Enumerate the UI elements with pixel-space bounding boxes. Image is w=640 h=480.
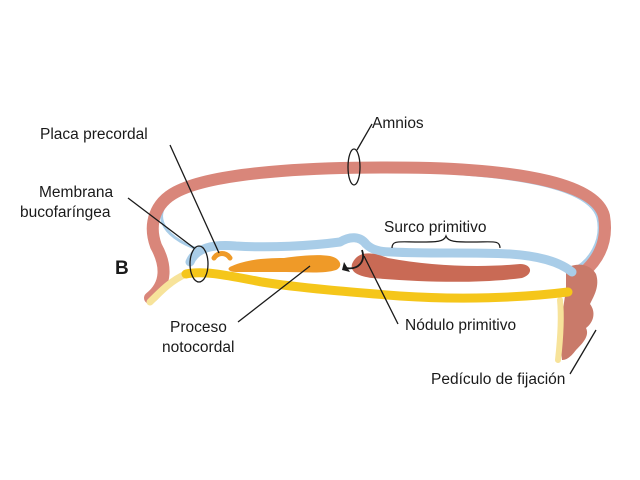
prechordal-plate <box>211 251 233 261</box>
ectoderm-layer <box>185 233 577 277</box>
label-nodulo-primitivo: Nódulo primitivo <box>405 317 516 334</box>
amnios-leader <box>356 123 373 151</box>
endoderm-layer <box>181 268 573 303</box>
label-membrana-line1: Membrana <box>39 184 113 201</box>
panel-letter: B <box>115 258 129 279</box>
label-amnios: Amnios <box>372 115 424 132</box>
label-placa-precordal: Placa precordal <box>40 126 148 143</box>
membrana-ring <box>189 245 209 283</box>
stalk-yellow-lining <box>555 297 564 363</box>
membrana-leader <box>127 197 195 249</box>
label-membrana-line2: bucofaríngea <box>20 204 111 221</box>
label-pediculo: Pedículo de fijación <box>431 371 565 388</box>
pediculo-leader <box>569 329 597 375</box>
connecting-stalk <box>561 264 598 360</box>
node-arrow <box>345 249 364 270</box>
surco-brace <box>391 234 501 249</box>
label-proceso-line2: notocordal <box>162 339 234 356</box>
label-proceso-line1: Proceso <box>170 319 227 336</box>
notochordal-process <box>228 255 341 273</box>
amnion-band <box>144 161 611 304</box>
label-surco-primitivo: Surco primitivo <box>384 219 487 236</box>
amnios-ring <box>347 148 361 186</box>
placa-precordal-leader <box>169 144 220 254</box>
nodulo-leader <box>363 255 399 325</box>
primitive-streak <box>351 253 531 282</box>
proceso-leader <box>237 265 311 323</box>
node-arrow-head <box>342 262 350 272</box>
